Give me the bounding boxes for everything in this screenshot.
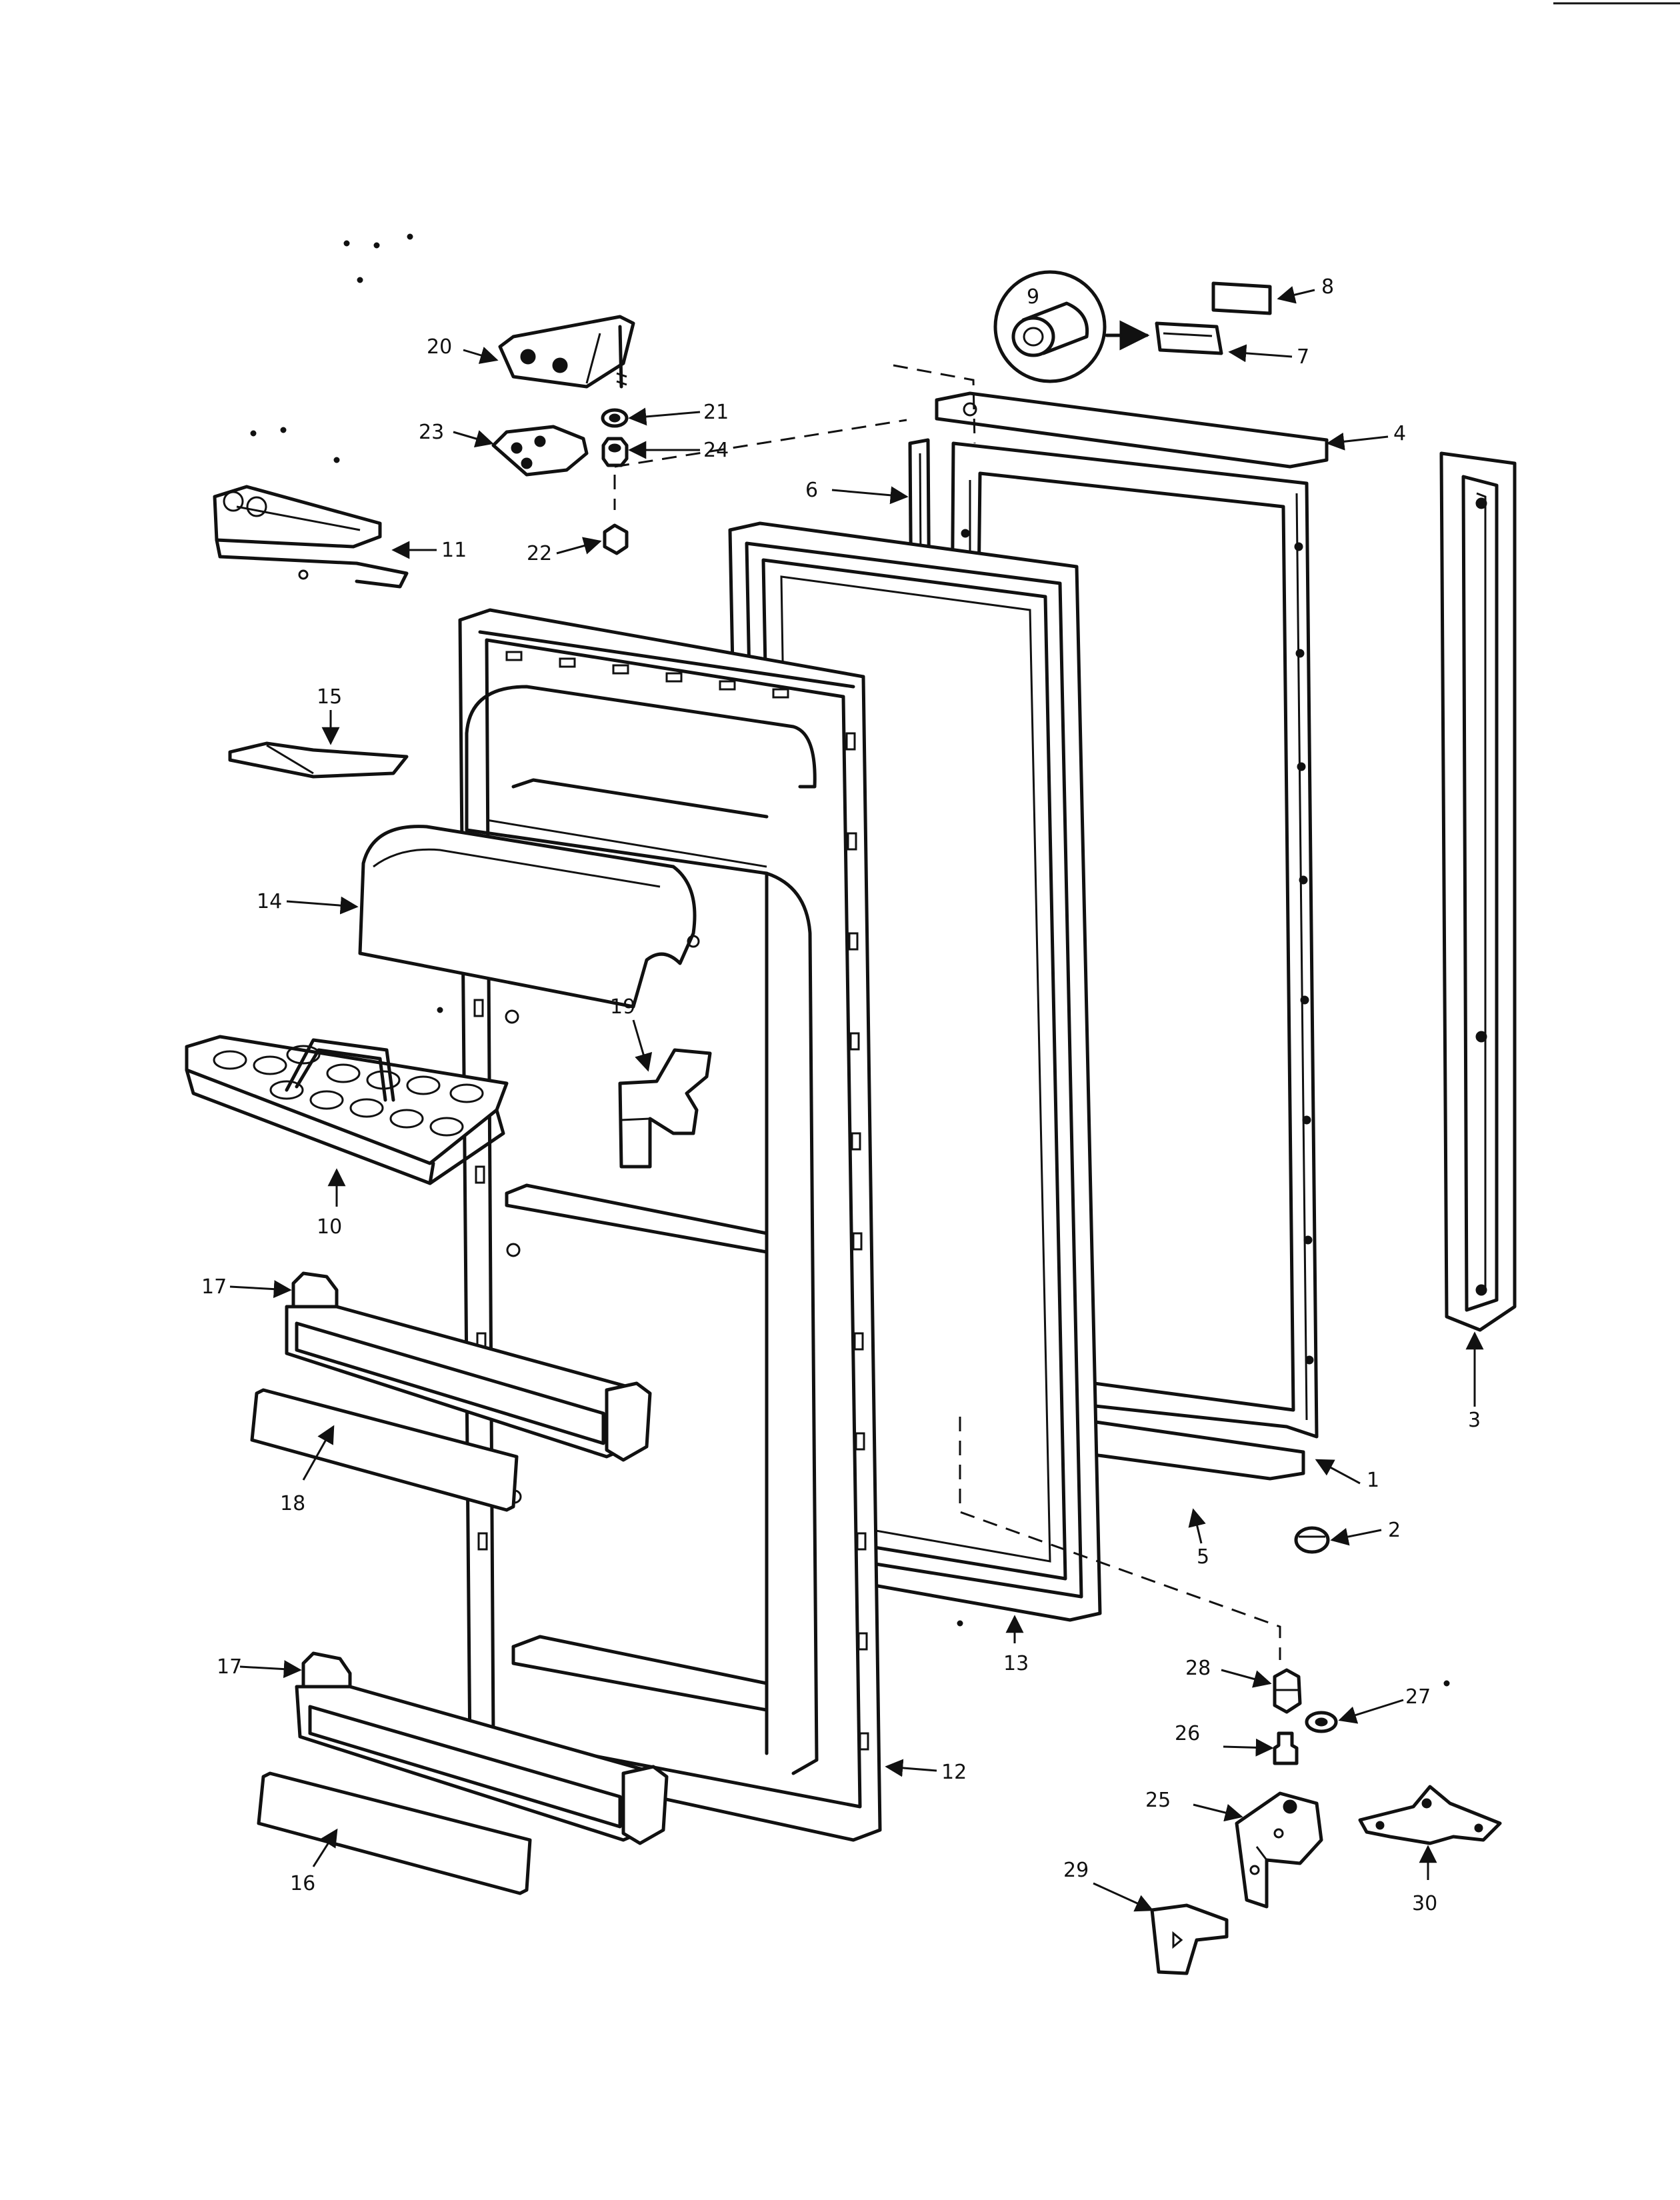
liner-notches [473, 651, 869, 1751]
callout-15: 15 [317, 685, 342, 709]
callout-30: 30 [1412, 1892, 1437, 1915]
part-27-washer [1305, 1711, 1338, 1733]
part-28-bearing [1273, 1668, 1302, 1714]
lower-door-bin [295, 1685, 669, 1845]
callout-10: 10 [317, 1215, 342, 1239]
part-22-bushing [603, 523, 629, 555]
callout-19: 19 [610, 995, 635, 1019]
callout-labels: 1 2 3 4 5 6 7 8 9 10 11 12 13 14 15 16 1… [201, 275, 1481, 1915]
part-11-hinge-arm [213, 485, 409, 589]
callout-23: 23 [419, 421, 444, 444]
callout-2: 2 [1388, 1519, 1401, 1542]
part-7-handle-bracket [1155, 321, 1223, 355]
callout-22: 22 [527, 542, 552, 565]
part-15-clip [228, 741, 409, 779]
part-3-side-trim [1439, 451, 1517, 1332]
part-25-lower-hinge [1235, 1791, 1323, 1909]
callout-5: 5 [1197, 1545, 1209, 1569]
callout-28: 28 [1185, 1657, 1211, 1680]
callout-3: 3 [1468, 1409, 1481, 1432]
part-26-pin [1273, 1731, 1299, 1765]
callout-9: 9 [1027, 285, 1039, 309]
part-14-dairy-door [358, 825, 700, 1009]
callout-26: 26 [1175, 1722, 1200, 1745]
part-8-label [1211, 281, 1272, 315]
part-19-bracket [618, 1048, 712, 1169]
callout-29: 29 [1063, 1859, 1089, 1882]
upper-door-bin [285, 1305, 652, 1462]
callout-14: 14 [257, 890, 282, 913]
part-2-cap [1294, 1526, 1330, 1554]
callout-18: 18 [280, 1492, 305, 1515]
leader-lines [229, 286, 1484, 1912]
part-20-hinge-plate [498, 315, 635, 389]
part-4-top-strip [935, 391, 1329, 469]
callout-27: 27 [1405, 1685, 1431, 1709]
part-24-nut [601, 437, 629, 467]
callout-25: 25 [1145, 1789, 1171, 1812]
callout-17-lower: 17 [217, 1655, 242, 1679]
part-10-egg-tray [185, 1035, 509, 1185]
part-23-hinge-shim [491, 425, 589, 477]
part-30-cover-plate [1358, 1785, 1502, 1845]
callout-4: 4 [1393, 422, 1406, 445]
callout-1: 1 [1367, 1469, 1379, 1492]
callout-24: 24 [703, 439, 729, 462]
callout-21: 21 [703, 401, 729, 424]
callout-11: 11 [441, 539, 467, 562]
callout-13: 13 [1003, 1652, 1029, 1675]
scan-specks [250, 2, 1680, 1687]
callout-8: 8 [1321, 275, 1334, 299]
callout-16: 16 [290, 1872, 315, 1895]
egg-cups [213, 1045, 484, 1137]
callout-6: 6 [805, 479, 818, 502]
part-16-lower-bin-insert [257, 1771, 532, 1895]
callout-12: 12 [941, 1761, 967, 1784]
callout-20: 20 [427, 335, 452, 359]
part-9-handle-cap [993, 270, 1150, 383]
part-21-washer [601, 408, 629, 428]
callout-7: 7 [1297, 345, 1309, 369]
callout-17-upper: 17 [201, 1275, 227, 1299]
part-18-upper-bin-insert [250, 1388, 519, 1512]
part-12-door-liner [458, 608, 882, 1842]
part-29-shim [1150, 1903, 1229, 1975]
